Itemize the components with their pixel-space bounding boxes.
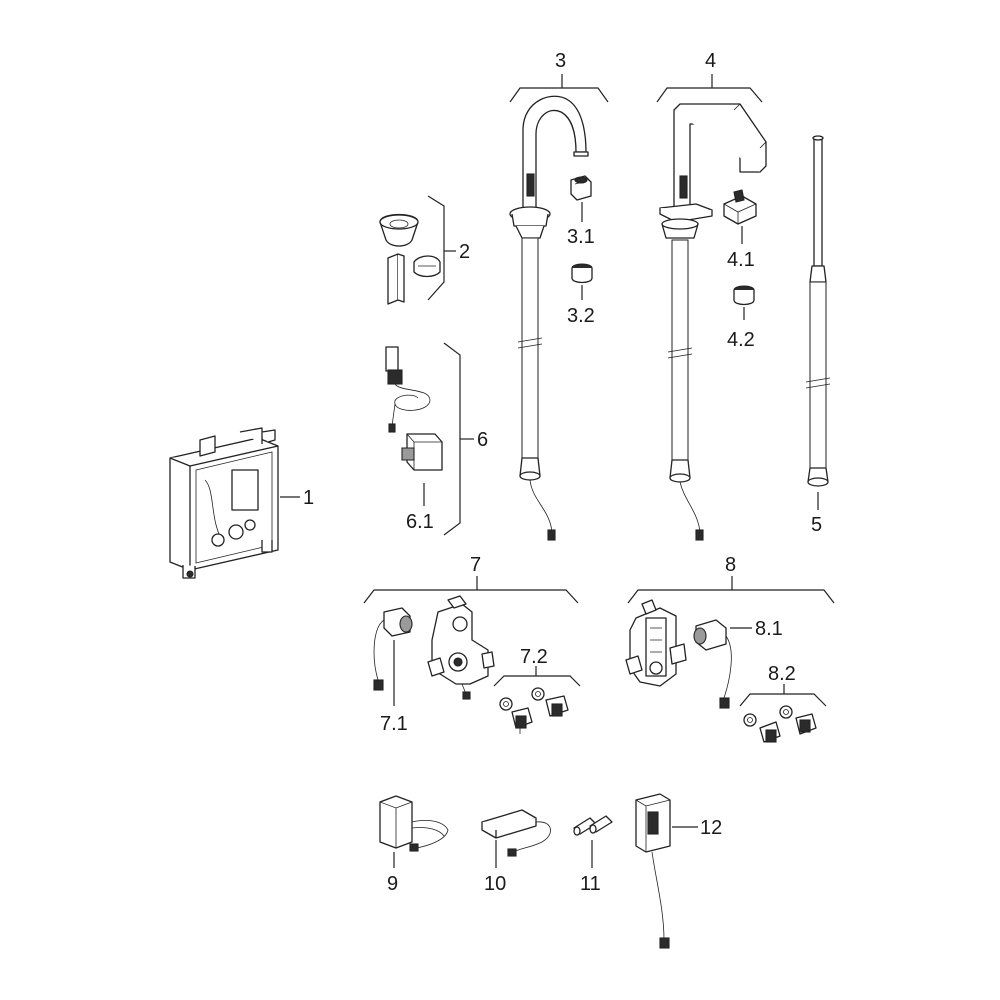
part-8-2-stop-valves [743, 705, 817, 743]
part-3-faucet-curved-spout [509, 95, 589, 541]
part-5-connection-hose [805, 135, 831, 487]
label-10: 10 [484, 873, 506, 895]
label-4: 4 [705, 50, 716, 72]
part-1-mounting-box [169, 427, 279, 579]
part-2-escutcheon-set [379, 213, 441, 305]
part-7-valve-body [427, 595, 495, 700]
label-7: 7 [470, 554, 481, 576]
bracket-3 [509, 87, 609, 103]
part-3-1-aerator-key [570, 175, 592, 201]
bracket-2 [427, 195, 445, 301]
label-3-1: 3.1 [567, 226, 595, 248]
part-6-sensor-electronics [385, 346, 443, 471]
part-10-battery-pack [481, 809, 551, 857]
label-3-2: 3.2 [567, 305, 595, 327]
label-9: 9 [387, 873, 398, 895]
label-3: 3 [555, 50, 566, 72]
part-4-faucet-square-spout [659, 103, 767, 541]
part-7-1-solenoid-valve [373, 607, 413, 691]
bracket-8-2 [739, 693, 827, 707]
label-4-2: 4.2 [727, 329, 755, 351]
label-8-1: 8.1 [755, 618, 783, 640]
label-6-1: 6.1 [406, 511, 434, 533]
bracket-6 [443, 342, 461, 536]
label-7-1: 7.1 [380, 713, 408, 735]
label-8-2: 8.2 [768, 663, 796, 685]
label-5: 5 [811, 514, 822, 536]
part-8-valve-body [625, 599, 687, 687]
label-8: 8 [725, 554, 736, 576]
part-9-power-unit [379, 795, 449, 852]
label-12: 12 [700, 817, 722, 839]
part-4-1-aerator-key [723, 189, 757, 225]
part-11-batteries [573, 815, 613, 836]
part-12-sensor-module [635, 793, 671, 949]
label-7-2: 7.2 [520, 646, 548, 668]
part-3-2-aerator [571, 263, 593, 284]
label-4-1: 4.1 [727, 249, 755, 271]
bracket-4 [656, 87, 763, 103]
bracket-7-2 [493, 675, 581, 687]
label-11: 11 [580, 873, 601, 895]
bracket-8 [627, 589, 835, 604]
bracket-7 [363, 589, 579, 604]
label-6: 6 [477, 429, 488, 451]
part-4-2-aerator [733, 285, 755, 306]
label-1: 1 [303, 487, 314, 509]
label-2: 2 [459, 241, 470, 263]
part-7-2-stop-valves [499, 687, 569, 734]
part-8-1-solenoid-valve [693, 619, 732, 709]
